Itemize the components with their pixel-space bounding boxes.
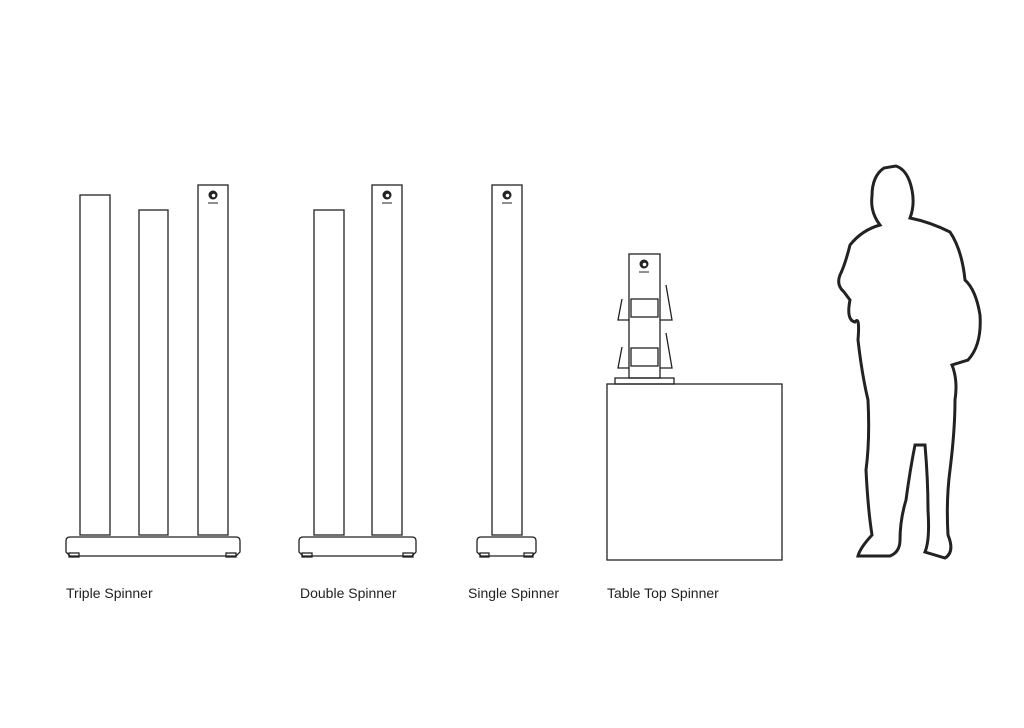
single-spinner (476, 184, 537, 558)
brand-logo-icon (207, 189, 219, 204)
brand-logo-icon (638, 258, 650, 273)
rack-pocket (630, 347, 659, 367)
foot (68, 552, 80, 558)
foot (402, 552, 414, 558)
panel (79, 194, 111, 536)
column (628, 253, 661, 379)
panel (371, 184, 403, 536)
panel (197, 184, 229, 536)
brand-logo-icon (381, 189, 393, 204)
label-table-top-spinner: Table Top Spinner (607, 585, 719, 601)
foot (301, 552, 313, 558)
rack-pocket (630, 298, 659, 318)
base-plate (614, 377, 675, 385)
brand-logo-icon (501, 189, 513, 204)
base (65, 536, 241, 557)
panel (138, 209, 169, 536)
base (476, 536, 537, 557)
label-triple-spinner: Triple Spinner (66, 585, 153, 601)
triple-spinner (65, 184, 241, 558)
panel (313, 209, 345, 536)
label-double-spinner: Double Spinner (300, 585, 397, 601)
table (606, 383, 783, 561)
foot (523, 552, 534, 558)
base (298, 536, 417, 557)
rack-wing (617, 332, 673, 369)
foot (479, 552, 490, 558)
panel (491, 184, 523, 536)
double-spinner (298, 184, 417, 558)
person-silhouette (837, 164, 982, 560)
table-top-spinner (606, 253, 783, 561)
label-single-spinner: Single Spinner (468, 585, 560, 601)
rack-wing (617, 284, 673, 321)
foot (225, 552, 237, 558)
